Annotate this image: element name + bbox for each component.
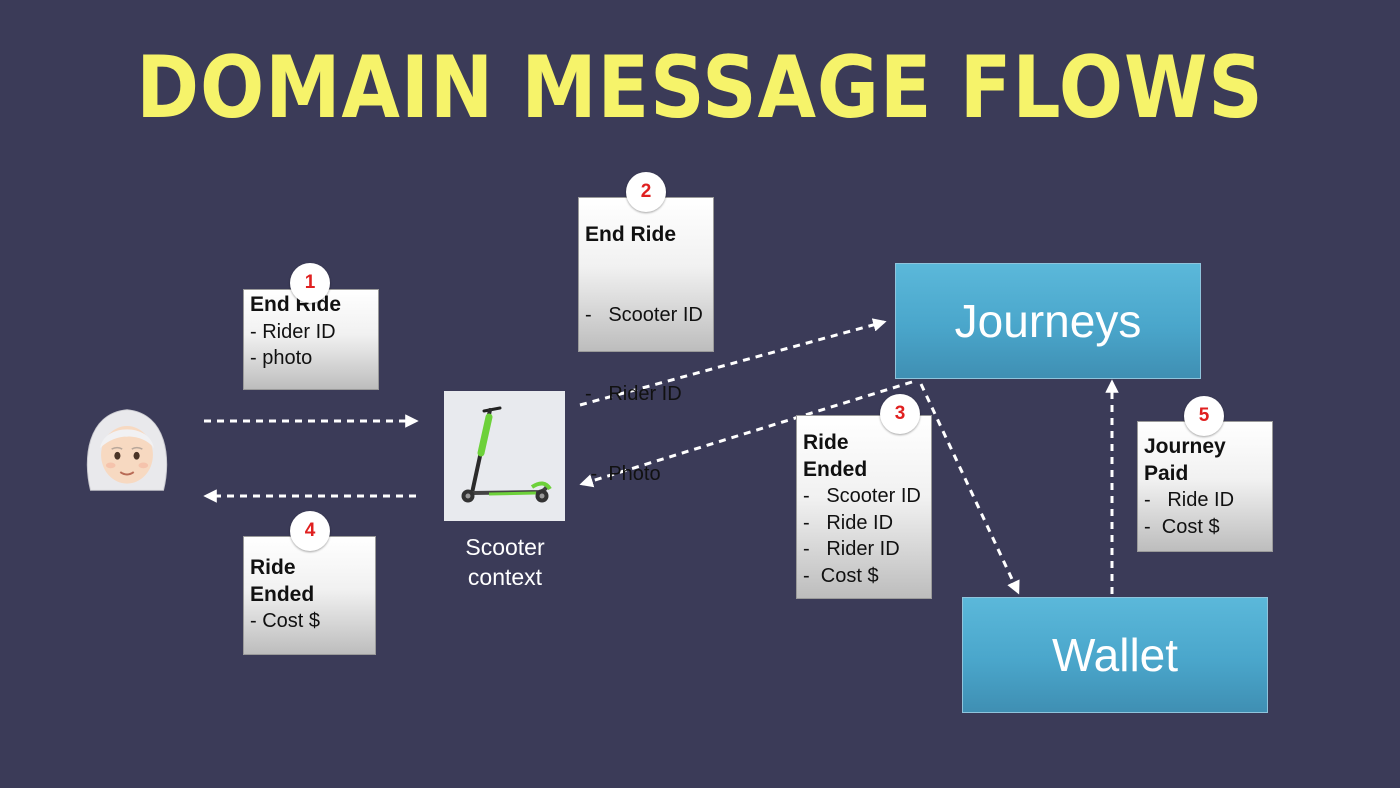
arrow-journeys-to-scooter (579, 380, 913, 488)
scooter-context-label: Scooter context (430, 532, 580, 592)
message-field: - Ride ID (803, 511, 894, 534)
message-card-5: Journey Paid - Ride ID - Cost $ (1137, 421, 1273, 552)
message-card-2: End Ride - Scooter ID - Rider ID - Photo (578, 197, 714, 485)
message-field: - photo (250, 347, 313, 369)
message-field: - Cost $ (803, 564, 879, 587)
message-card-1: End Ride - Rider ID - photo (243, 289, 379, 390)
message-title: Ride (803, 431, 849, 454)
message-title: Ended (250, 582, 315, 606)
message-field: - Rider ID (250, 320, 336, 343)
message-field: - Rider ID (585, 383, 682, 405)
message-title: Journey (1144, 435, 1226, 458)
scooter-label-line2: context (467, 564, 543, 590)
message-field: - Rider ID (803, 538, 900, 560)
scooter-context-box (444, 391, 565, 521)
wallet-context-box: Wallet (962, 597, 1268, 713)
electric-scooter-icon (461, 406, 552, 503)
message-field: - Photo (585, 462, 661, 485)
message-field: - Cost $ (1144, 515, 1220, 538)
message-field: - Scooter ID (803, 485, 921, 507)
journeys-context-box: Journeys (895, 263, 1201, 379)
message-field: - Scooter ID (585, 303, 703, 326)
message-card-4: Ride Ended - Cost $ (243, 536, 376, 655)
arrow-scooter-to-journeys (579, 318, 887, 407)
message-field: - Ride ID (1144, 489, 1235, 511)
message-card-3: Ride Ended - Scooter ID - Ride ID - Ride… (796, 415, 932, 599)
step-badge-2: 2 (626, 172, 666, 212)
journeys-label: Journeys (954, 295, 1142, 347)
woman-white-hair-emoji-icon (86, 409, 168, 491)
message-field: - Cost $ (250, 610, 321, 632)
scooter-label-line1: Scooter (465, 534, 545, 560)
message-title: Paid (1144, 461, 1189, 485)
step-badge-3: 3 (880, 394, 920, 434)
arrow-journeys-to-wallet (919, 383, 1020, 595)
message-title: Ended (803, 457, 868, 481)
wallet-label: Wallet (1051, 629, 1179, 681)
page-title: DOMAIN MESSAGE FLOWS (136, 38, 1264, 138)
message-title: End Ride (585, 223, 677, 246)
message-title: Ride (250, 556, 296, 579)
step-badge-1: 1 (290, 263, 330, 303)
step-badge-4: 4 (290, 511, 330, 551)
step-badge-5: 5 (1184, 396, 1224, 436)
